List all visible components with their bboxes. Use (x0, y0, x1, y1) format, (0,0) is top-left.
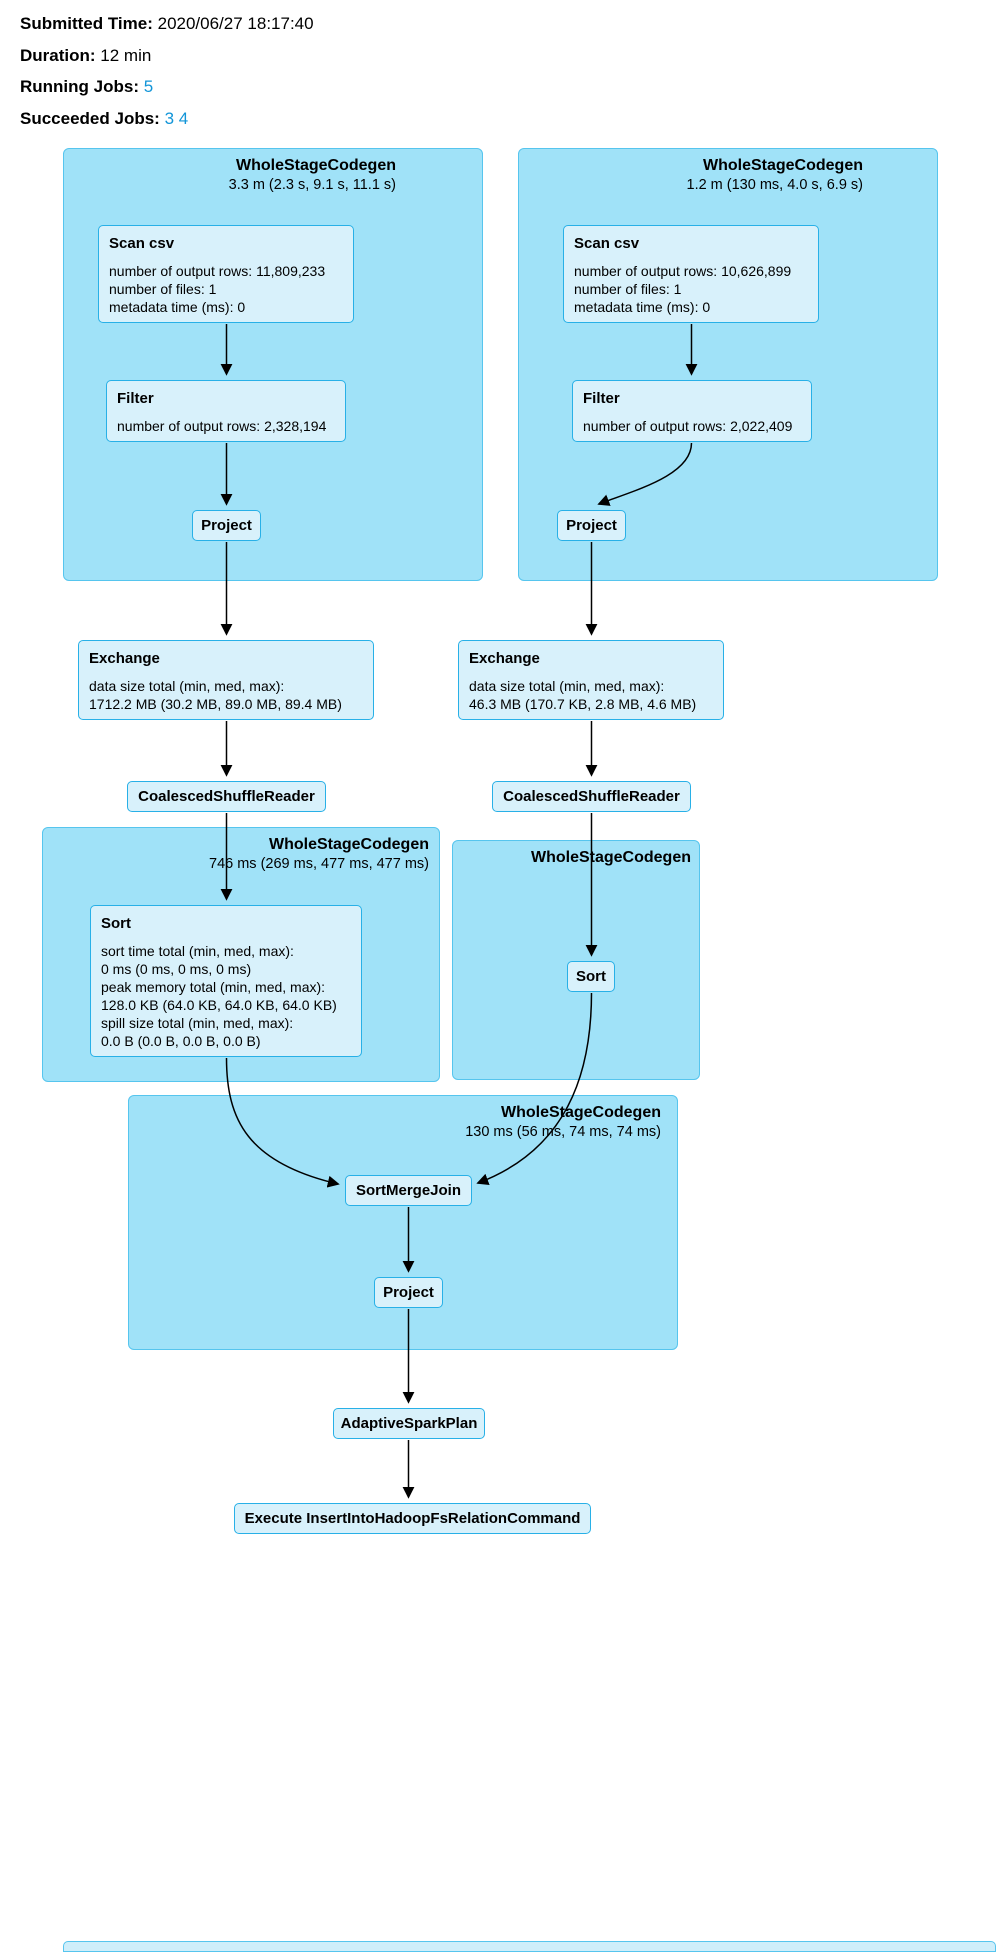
cluster-title: WholeStageCodegen (268, 836, 429, 853)
node-title: Exchange (469, 650, 540, 667)
duration-value: 12 min (100, 45, 152, 65)
cluster-label: WholeStageCodegen 1.2 m (130 ms, 4.0 s, … (519, 156, 937, 195)
node-title: Scan csv (109, 235, 175, 252)
node-title: Exchange (89, 650, 160, 667)
plan-node-sortmergejoin: SortMergeJoin (345, 1175, 472, 1206)
node-metric: sort time total (min, med, max): (101, 943, 294, 959)
plan-node-coalescedshufflereader-left: CoalescedShuffleReader (127, 781, 326, 812)
submitted-time-value: 2020/06/27 18:17:40 (157, 14, 314, 33)
cluster-label: WholeStageCodegen 746 ms (269 ms, 477 ms… (43, 835, 439, 874)
submitted-time-row: Submitted Time: 2020/06/27 18:17:40 (20, 8, 314, 40)
plan-node-project-left: Project (192, 510, 261, 541)
plan-node-project-join: Project (374, 1277, 443, 1308)
node-title: Filter (117, 390, 154, 407)
node-metric: 128.0 KB (64.0 KB, 64.0 KB, 64.0 KB) (101, 997, 337, 1013)
plan-node-adaptivesparkplan: AdaptiveSparkPlan (333, 1408, 485, 1439)
node-title: AdaptiveSparkPlan (340, 1415, 478, 1432)
cluster-label: WholeStageCodegen 3.3 m (2.3 s, 9.1 s, 1… (64, 156, 482, 195)
cluster-wholestagecodegen-top-right: WholeStageCodegen 1.2 m (130 ms, 4.0 s, … (518, 148, 938, 581)
plan-node-scan-csv-right: Scan csv number of output rows: 10,626,8… (563, 225, 819, 323)
plan-node-sort-left: Sort sort time total (min, med, max): 0 … (90, 905, 362, 1057)
node-metric: 46.3 MB (170.7 KB, 2.8 MB, 4.6 MB) (469, 696, 697, 712)
succeeded-job-link-4[interactable]: 4 (178, 108, 189, 128)
node-metric: 0.0 B (0.0 B, 0.0 B, 0.0 B) (101, 1033, 261, 1049)
cluster-wholestagecodegen-sort-right: WholeStageCodegen (452, 840, 700, 1080)
details-section-partial[interactable] (63, 1941, 996, 1952)
cluster-wholestagecodegen-top-left: WholeStageCodegen 3.3 m (2.3 s, 9.1 s, 1… (63, 148, 483, 581)
succeeded-jobs-label: Succeeded Jobs: (20, 108, 160, 128)
succeeded-job-link-3[interactable]: 3 (164, 108, 175, 128)
running-jobs-label: Running Jobs: (20, 77, 139, 96)
node-metric: number of files: 1 (109, 281, 217, 297)
node-metric: 0 ms (0 ms, 0 ms, 0 ms) (101, 961, 252, 977)
node-metric: number of files: 1 (574, 281, 682, 297)
cluster-duration: 3.3 m (2.3 s, 9.1 s, 11.1 s) (228, 177, 396, 193)
node-metric: 1712.2 MB (30.2 MB, 89.0 MB, 89.4 MB) (89, 696, 342, 712)
cluster-duration: 130 ms (56 ms, 74 ms, 74 ms) (465, 1124, 661, 1140)
node-metric: data size total (min, med, max): (469, 678, 665, 694)
node-title: CoalescedShuffleReader (503, 788, 680, 805)
node-title: Filter (583, 390, 620, 407)
plan-node-coalescedshufflereader-right: CoalescedShuffleReader (492, 781, 691, 812)
plan-node-scan-csv-left: Scan csv number of output rows: 11,809,2… (98, 225, 354, 323)
node-metric: number of output rows: 2,328,194 (117, 418, 327, 434)
cluster-title: WholeStageCodegen (500, 1104, 661, 1121)
node-title: SortMergeJoin (355, 1182, 461, 1199)
plan-node-filter-right: Filter number of output rows: 2,022,409 (572, 380, 812, 442)
node-metric: peak memory total (min, med, max): (101, 979, 326, 995)
node-title: CoalescedShuffleReader (138, 788, 315, 805)
plan-node-execute-insertintohadoopfsrelationcommand: Execute InsertIntoHadoopFsRelationComman… (234, 1503, 591, 1534)
query-summary: Submitted Time: 2020/06/27 18:17:40 Dura… (20, 8, 314, 134)
succeeded-jobs-row: Succeeded Jobs: 3 4 (20, 103, 314, 135)
cluster-label: WholeStageCodegen 130 ms (56 ms, 74 ms, … (129, 1103, 677, 1142)
cluster-title: WholeStageCodegen (702, 157, 863, 174)
node-title: Sort (576, 968, 606, 985)
cluster-title: WholeStageCodegen (235, 157, 396, 174)
plan-node-exchange-right: Exchange data size total (min, med, max)… (458, 640, 724, 720)
plan-node-sort-right: Sort (567, 961, 615, 992)
cluster-duration: 1.2 m (130 ms, 4.0 s, 6.9 s) (686, 177, 864, 193)
plan-node-filter-left: Filter number of output rows: 2,328,194 (106, 380, 346, 442)
duration-row: Duration: 12 min (20, 40, 314, 72)
node-title: Scan csv (574, 235, 640, 252)
node-title: Project (383, 1284, 434, 1301)
duration-label: Duration: (20, 45, 96, 65)
plan-node-project-right: Project (557, 510, 626, 541)
node-title: Project (566, 517, 617, 534)
node-title: Sort (101, 915, 131, 932)
node-metric: number of output rows: 11,809,233 (109, 263, 326, 279)
submitted-time-label: Submitted Time: (20, 14, 153, 33)
cluster-label: WholeStageCodegen (453, 848, 699, 868)
node-title: Execute InsertIntoHadoopFsRelationComman… (244, 1510, 581, 1527)
running-job-link-5[interactable]: 5 (143, 77, 154, 96)
node-title: Project (201, 517, 252, 534)
cluster-duration: 746 ms (269 ms, 477 ms, 477 ms) (209, 856, 429, 872)
node-metric: number of output rows: 10,626,899 (574, 263, 792, 279)
node-metric: spill size total (min, med, max): (101, 1015, 294, 1031)
node-metric: number of output rows: 2,022,409 (583, 418, 793, 434)
node-metric: metadata time (ms): 0 (574, 299, 711, 315)
node-metric: metadata time (ms): 0 (109, 299, 246, 315)
cluster-title: WholeStageCodegen (530, 849, 691, 866)
running-jobs-row: Running Jobs: 5 (20, 71, 314, 103)
plan-node-exchange-left: Exchange data size total (min, med, max)… (78, 640, 374, 720)
node-metric: data size total (min, med, max): (89, 678, 285, 694)
cluster-wholestagecodegen-join: WholeStageCodegen 130 ms (56 ms, 74 ms, … (128, 1095, 678, 1350)
